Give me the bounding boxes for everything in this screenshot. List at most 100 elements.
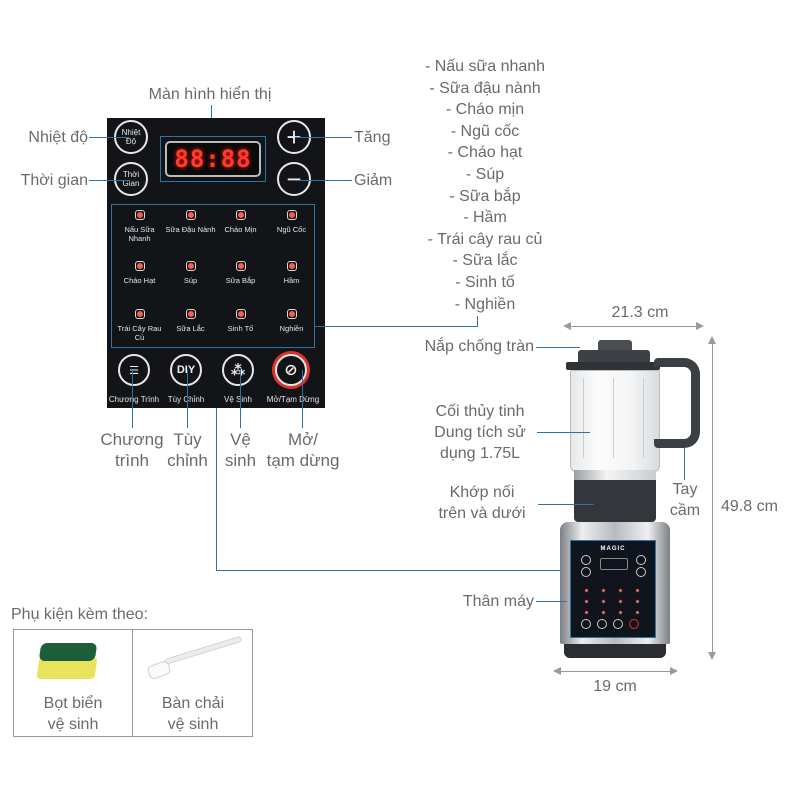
diy-icon: DIY <box>176 364 196 376</box>
callout-line <box>684 448 685 480</box>
function-ngu-coc[interactable]: Ngũ Cốc <box>266 209 317 234</box>
function-sup[interactable]: Súp <box>165 260 216 285</box>
arrow-right-icon <box>670 667 678 675</box>
steam-pot-icon <box>132 209 148 222</box>
program-item: - Súp <box>465 165 505 183</box>
function-label: Sữa Lắc <box>176 324 205 333</box>
stew-pot-icon <box>284 260 300 273</box>
arrow-left-icon <box>553 667 561 675</box>
function-ham[interactable]: Hầm <box>266 260 317 285</box>
callout-line <box>315 326 477 327</box>
time-button[interactable]: Thời Gian <box>114 162 148 196</box>
program-item: - Hầm <box>463 209 507 227</box>
function-label: Cháo Hạt <box>123 276 156 285</box>
function-nau-sua-nhanh[interactable]: Nấu Sữa Nhanh <box>114 209 165 243</box>
minus-icon: − <box>286 164 302 194</box>
callout-line <box>477 316 478 327</box>
callout-line <box>240 370 241 428</box>
corn-icon <box>233 260 249 273</box>
dimension-top-width: 21.3 cm <box>611 304 669 321</box>
program-item: - Sữa đậu nành <box>429 79 541 97</box>
custom-button[interactable]: DIY <box>170 354 202 386</box>
callout-line <box>89 137 129 138</box>
porridge-icon <box>233 209 249 222</box>
program-list: - Nấu sữa nhanh - Sữa đậu nành - Cháo mị… <box>400 56 570 315</box>
function-grid <box>111 204 315 348</box>
function-chao-min[interactable]: Cháo Mịn <box>215 209 266 234</box>
start-pause-caption: Mở/Tạm Dừng <box>266 395 320 404</box>
soup-pot-icon <box>183 260 199 273</box>
accessories-divider <box>132 629 133 737</box>
decrease-button[interactable]: − <box>277 162 311 196</box>
clean-caption: Vệ Sinh <box>223 395 253 404</box>
program-item: - Ngũ cốc <box>450 122 520 140</box>
callout-line <box>295 180 352 181</box>
callout-lid: Nắp chống tràn <box>424 338 534 355</box>
display-title: Màn hình hiển thị <box>148 86 272 103</box>
function-label: Nấu Sữa Nhanh <box>124 225 155 243</box>
program-item: - Sinh tố <box>455 273 515 291</box>
callout-line <box>538 504 594 505</box>
callout-line <box>187 370 188 428</box>
callout-start-pause: Mở/tạm dừng <box>266 430 340 470</box>
program-item: - Trái cây rau củ <box>427 230 543 248</box>
function-nghien[interactable]: Nghiền <box>266 308 317 333</box>
dimension-height: 49.8 cm <box>721 498 778 515</box>
soy-milk-icon <box>183 209 199 222</box>
grain-icon <box>132 260 148 273</box>
function-sinh-to[interactable]: Sinh Tố <box>215 308 266 333</box>
callout-line <box>132 370 133 428</box>
dimension-base-width: 19 cm <box>593 678 637 695</box>
function-sua-lac[interactable]: Sữa Lắc <box>165 308 216 333</box>
callout-line <box>295 137 352 138</box>
display-digits: 88:88 <box>165 141 261 177</box>
program-item: - Nấu sữa nhanh <box>424 58 546 75</box>
display-screen: 88:88 <box>160 136 266 182</box>
callout-time: Thời gian <box>20 172 88 189</box>
program-item: - Sữa lắc <box>452 252 518 270</box>
callout-body: Thân máy <box>462 593 534 610</box>
function-sua-bap[interactable]: Sữa Bắp <box>215 260 266 285</box>
function-label: Sinh Tố <box>227 324 254 333</box>
cereal-icon <box>284 209 300 222</box>
arrow-right-icon <box>696 322 704 330</box>
callout-line <box>536 347 580 348</box>
function-label: Cháo Mịn <box>224 225 257 234</box>
function-label: Nghiền <box>279 324 304 333</box>
accessories-title: Phụ kiện kèm theo: <box>11 606 148 623</box>
program-button[interactable]: ☰ <box>118 354 150 386</box>
function-sua-dau-nanh[interactable]: Sữa Đậu Nành <box>165 209 216 234</box>
program-item: - Cháo mịn <box>445 101 525 119</box>
panel-connector-line <box>216 408 217 571</box>
program-caption: Chương Trình <box>108 395 160 404</box>
callout-line <box>537 432 590 433</box>
arrow-left-icon <box>563 322 571 330</box>
callout-temperature: Nhiệt độ <box>28 129 88 146</box>
callout-decrease: Giảm <box>354 172 393 189</box>
fruit-icon <box>132 308 148 321</box>
plus-icon: + <box>286 122 302 152</box>
function-label: Súp <box>183 276 198 285</box>
start-pause-icon: ⊘ <box>284 362 298 379</box>
function-label: Trái Cây Rau Củ <box>117 324 162 342</box>
function-label: Hầm <box>283 276 300 285</box>
function-label: Ngũ Cốc <box>276 225 307 234</box>
start-pause-button[interactable]: ⊘ <box>275 354 307 386</box>
arrow-down-icon <box>708 652 716 660</box>
dimension-arrow <box>712 340 713 658</box>
dimension-arrow <box>566 326 700 327</box>
panel-connector-line <box>216 570 588 571</box>
clean-button[interactable]: ⁂ <box>222 354 254 386</box>
arrow-up-icon <box>708 336 716 344</box>
function-label: Sữa Bắp <box>225 276 256 285</box>
temperature-button-label: Nhiệt Độ <box>121 128 141 146</box>
function-chao-hat[interactable]: Cháo Hạt <box>114 260 165 285</box>
function-trai-cay-rau-cu[interactable]: Trái Cây Rau Củ <box>114 308 165 342</box>
